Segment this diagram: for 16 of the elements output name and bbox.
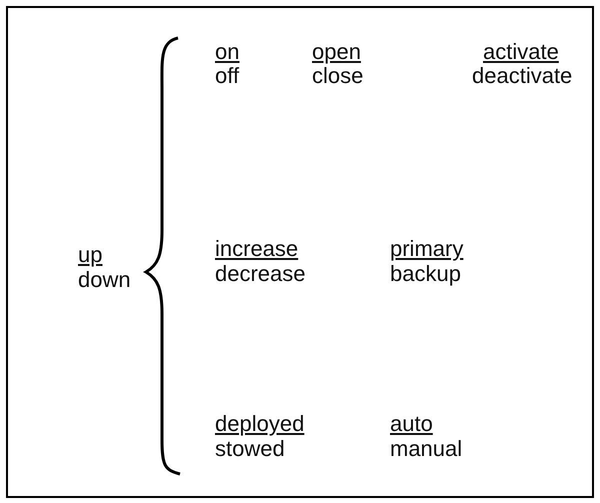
state-label: increase xyxy=(215,237,298,261)
state-label: primary xyxy=(390,237,464,261)
state-label: off xyxy=(215,64,240,88)
state-label: decrease xyxy=(215,262,306,286)
state-label: deployed xyxy=(215,412,304,436)
state-label: close xyxy=(312,64,364,88)
state-label: deactivate xyxy=(472,64,572,88)
state-label: backup xyxy=(390,262,461,286)
state-label: stowed xyxy=(215,437,285,461)
state-label: down xyxy=(78,268,131,292)
state-label: open xyxy=(312,40,361,64)
state-label: up xyxy=(78,243,102,267)
state-label: activate xyxy=(483,40,559,64)
state-label: manual xyxy=(390,437,462,461)
state-label: auto xyxy=(390,412,433,436)
state-label: on xyxy=(215,40,240,64)
